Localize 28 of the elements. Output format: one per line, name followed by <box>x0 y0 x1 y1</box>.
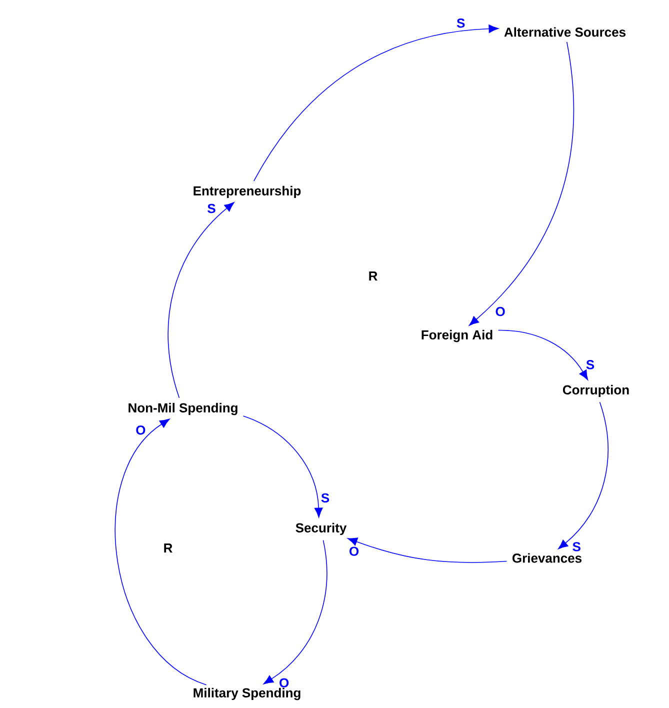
loop-label: R <box>369 272 378 280</box>
variable-label: Alternative Sources <box>504 27 626 37</box>
arrow <box>263 540 328 684</box>
variable-label: Foreign Aid <box>422 330 492 342</box>
polarity-label: S <box>208 204 216 214</box>
arrow <box>168 202 234 398</box>
polarity-label: O <box>350 546 359 556</box>
polarity-label: S <box>586 360 594 370</box>
polarity-label: S <box>456 18 465 28</box>
arrow <box>242 416 323 518</box>
polarity-label: O <box>496 306 505 316</box>
arrow <box>558 402 608 550</box>
polarity-label: S <box>572 542 580 552</box>
polarity-label: S <box>321 493 330 503</box>
polarity-label: O <box>280 678 289 688</box>
arrow <box>253 24 499 182</box>
arrow <box>347 538 508 563</box>
arrow <box>114 418 207 686</box>
arrow <box>468 42 574 326</box>
polarity-label: O <box>136 426 146 435</box>
variable-label: Security <box>296 522 347 536</box>
variable-label: Non-Mil Spending <box>128 402 238 416</box>
variable-label: Corruption <box>562 384 629 398</box>
variable-label: Military Spending <box>194 688 300 700</box>
arrow <box>498 330 588 380</box>
variable-label: Entrepreneurship <box>194 186 301 198</box>
variable-label: Grievances <box>512 553 582 563</box>
loop-label: R <box>164 544 172 552</box>
